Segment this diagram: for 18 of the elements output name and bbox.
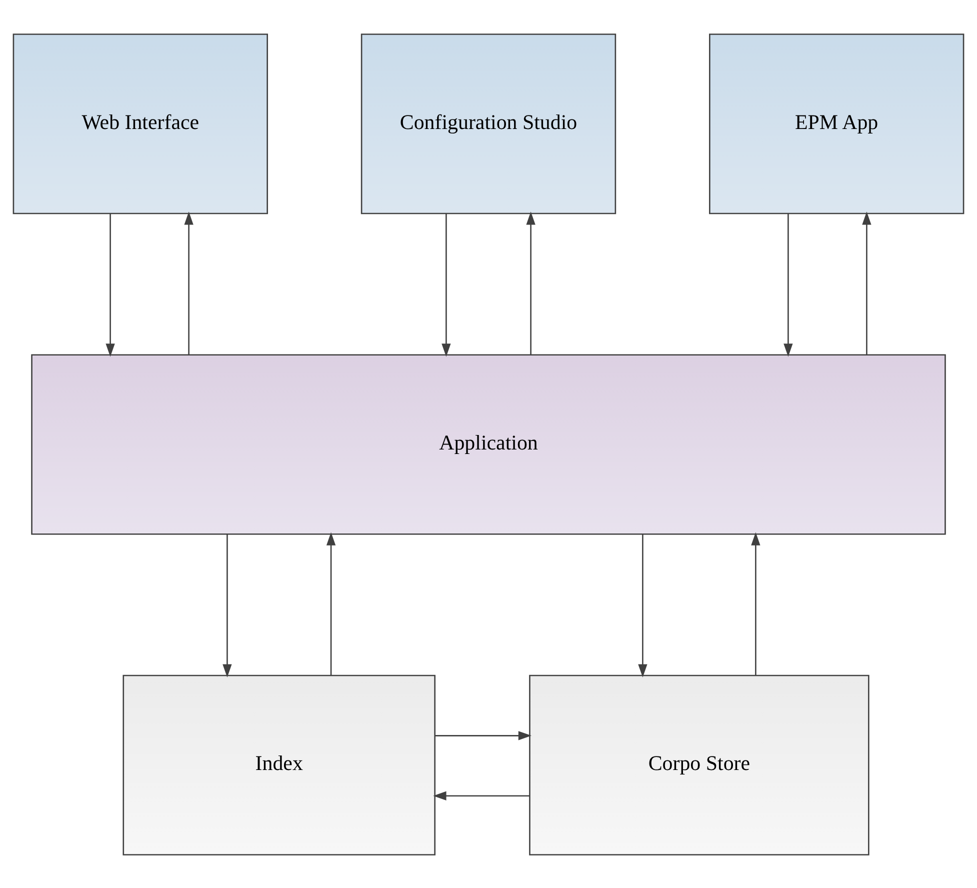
arrow xyxy=(434,730,532,740)
arrow xyxy=(862,211,872,354)
node-box: Application xyxy=(31,354,946,534)
node-box: Corpo Store xyxy=(529,674,870,855)
arrow xyxy=(326,532,336,675)
node-box: EPM App xyxy=(709,33,964,214)
arrow xyxy=(784,213,793,356)
node-box: Configuration Studio xyxy=(360,33,616,214)
arrow xyxy=(442,213,451,356)
arrow xyxy=(526,211,536,354)
arrow xyxy=(222,534,232,677)
arrow xyxy=(751,532,760,675)
node-box: Web Interface xyxy=(12,33,268,214)
arrow xyxy=(638,534,648,677)
arrow xyxy=(184,211,194,354)
arrow xyxy=(433,790,530,800)
node-box: Index xyxy=(122,674,436,855)
arrow xyxy=(106,213,115,356)
